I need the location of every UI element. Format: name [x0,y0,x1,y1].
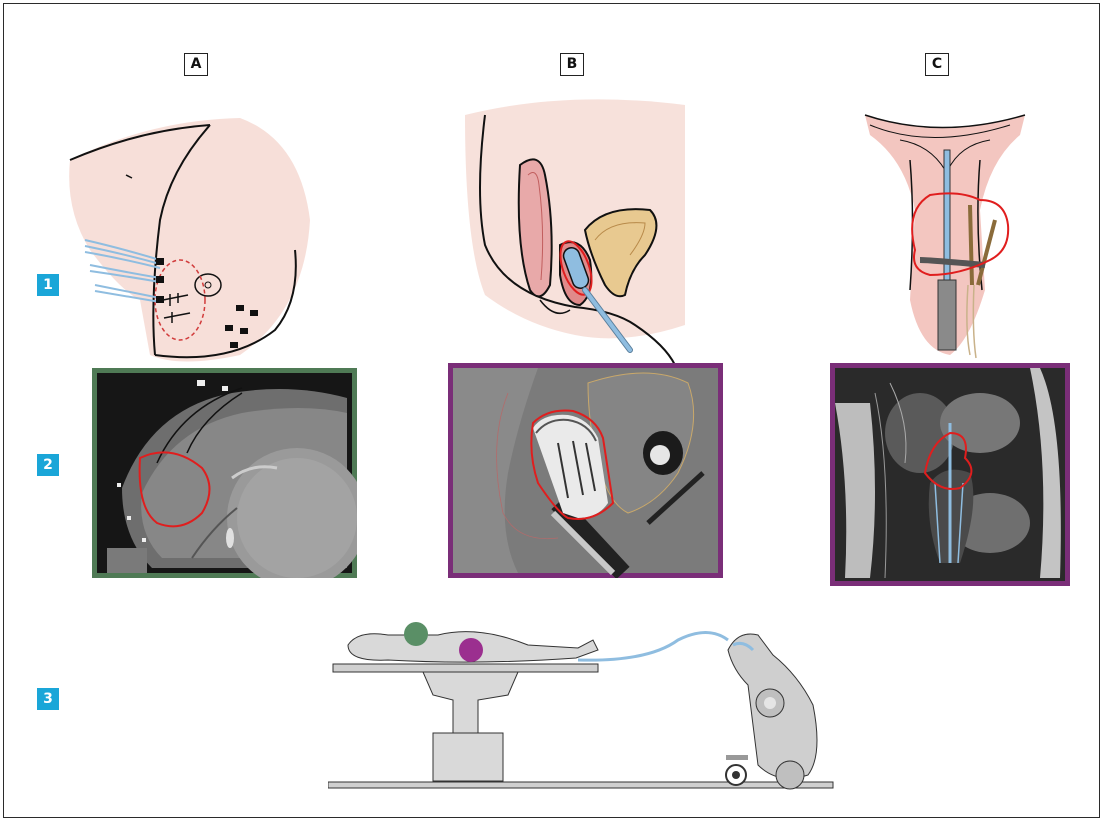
column-label-a: A [184,53,208,76]
row-label-2: 2 [37,454,59,476]
row-label-3: 3 [37,688,59,710]
breast-interstitial-illustration [60,100,320,370]
column-label-b: B [560,53,584,76]
ct-pelvis-scan [448,363,723,578]
row-label-1: 1 [37,274,59,296]
ct-breast-scan [92,368,357,578]
column-label-c: C [925,53,949,76]
afterloader-illustration [718,625,828,795]
vaginal-cylinder-illustration [465,95,690,375]
uterine-tandem-illustration [860,100,1030,365]
mri-pelvis-scan [830,363,1070,586]
